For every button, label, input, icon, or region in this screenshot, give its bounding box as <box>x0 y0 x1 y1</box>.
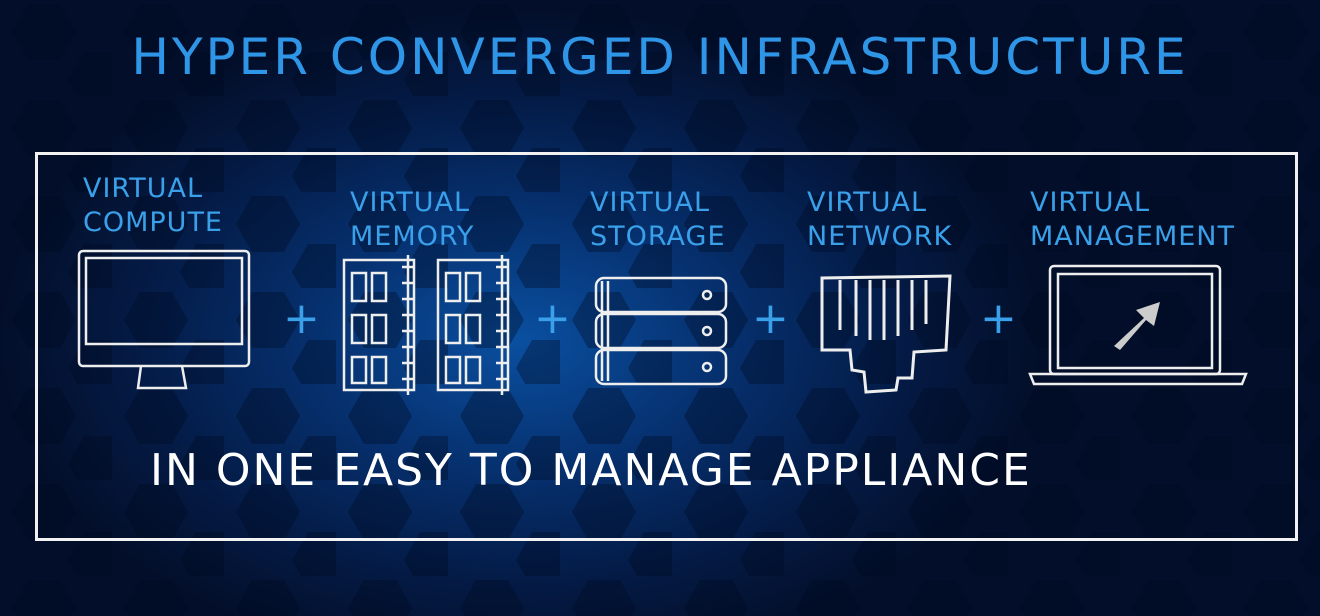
laptop-arrow-icon <box>1028 264 1248 386</box>
plus-sign: + <box>980 293 1017 344</box>
components-frame <box>35 152 1298 541</box>
monitor-icon <box>77 249 251 390</box>
plus-sign: + <box>534 293 571 344</box>
tagline: IN ONE EASY TO MANAGE APPLIANCE <box>150 445 1032 496</box>
plus-sign: + <box>283 293 320 344</box>
page-title: HYPER CONVERGED INFRASTRUCTURE <box>131 28 1189 86</box>
ethernet-port-icon <box>820 274 952 394</box>
plus-sign: + <box>752 293 789 344</box>
server-stack-icon <box>594 276 728 386</box>
memory-module-icon <box>342 255 510 395</box>
